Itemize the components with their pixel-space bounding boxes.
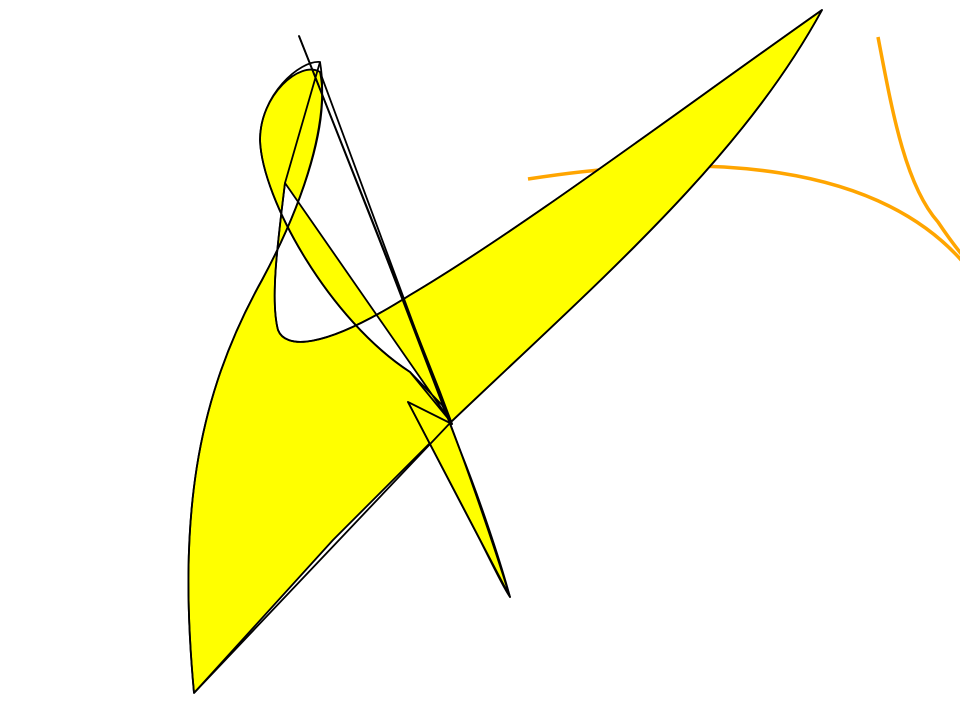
orange-swoop-curve bbox=[876, 36, 960, 256]
left-edge-outline-line bbox=[187, 61, 324, 694]
main-outline-line bbox=[193, 9, 823, 694]
spike-outline-line bbox=[298, 35, 511, 598]
